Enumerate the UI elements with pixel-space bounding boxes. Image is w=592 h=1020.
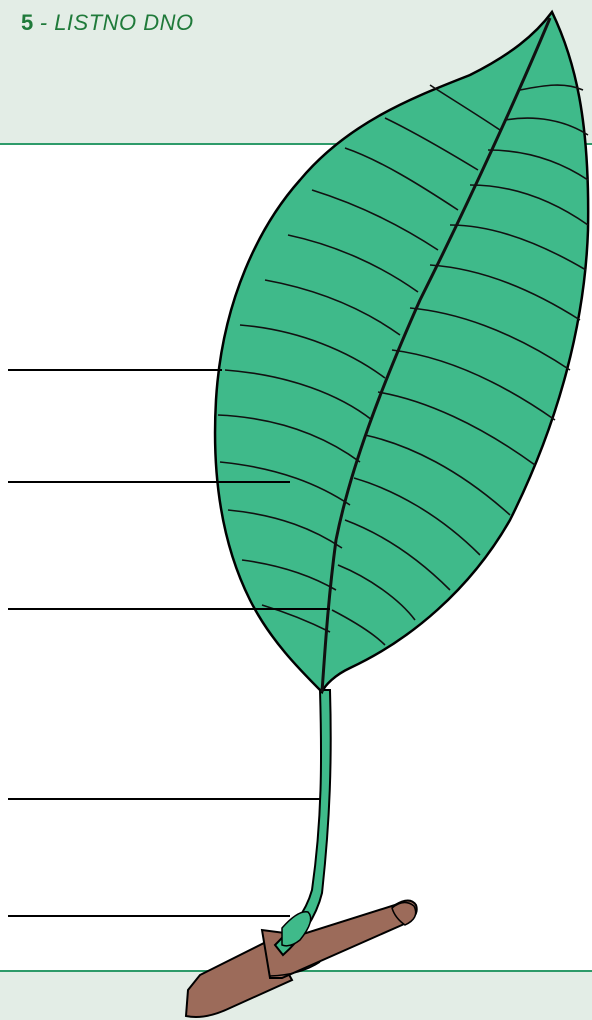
worksheet-page: 5- LISTNO DNO	[0, 0, 592, 1020]
leaf-diagram	[0, 0, 592, 1020]
